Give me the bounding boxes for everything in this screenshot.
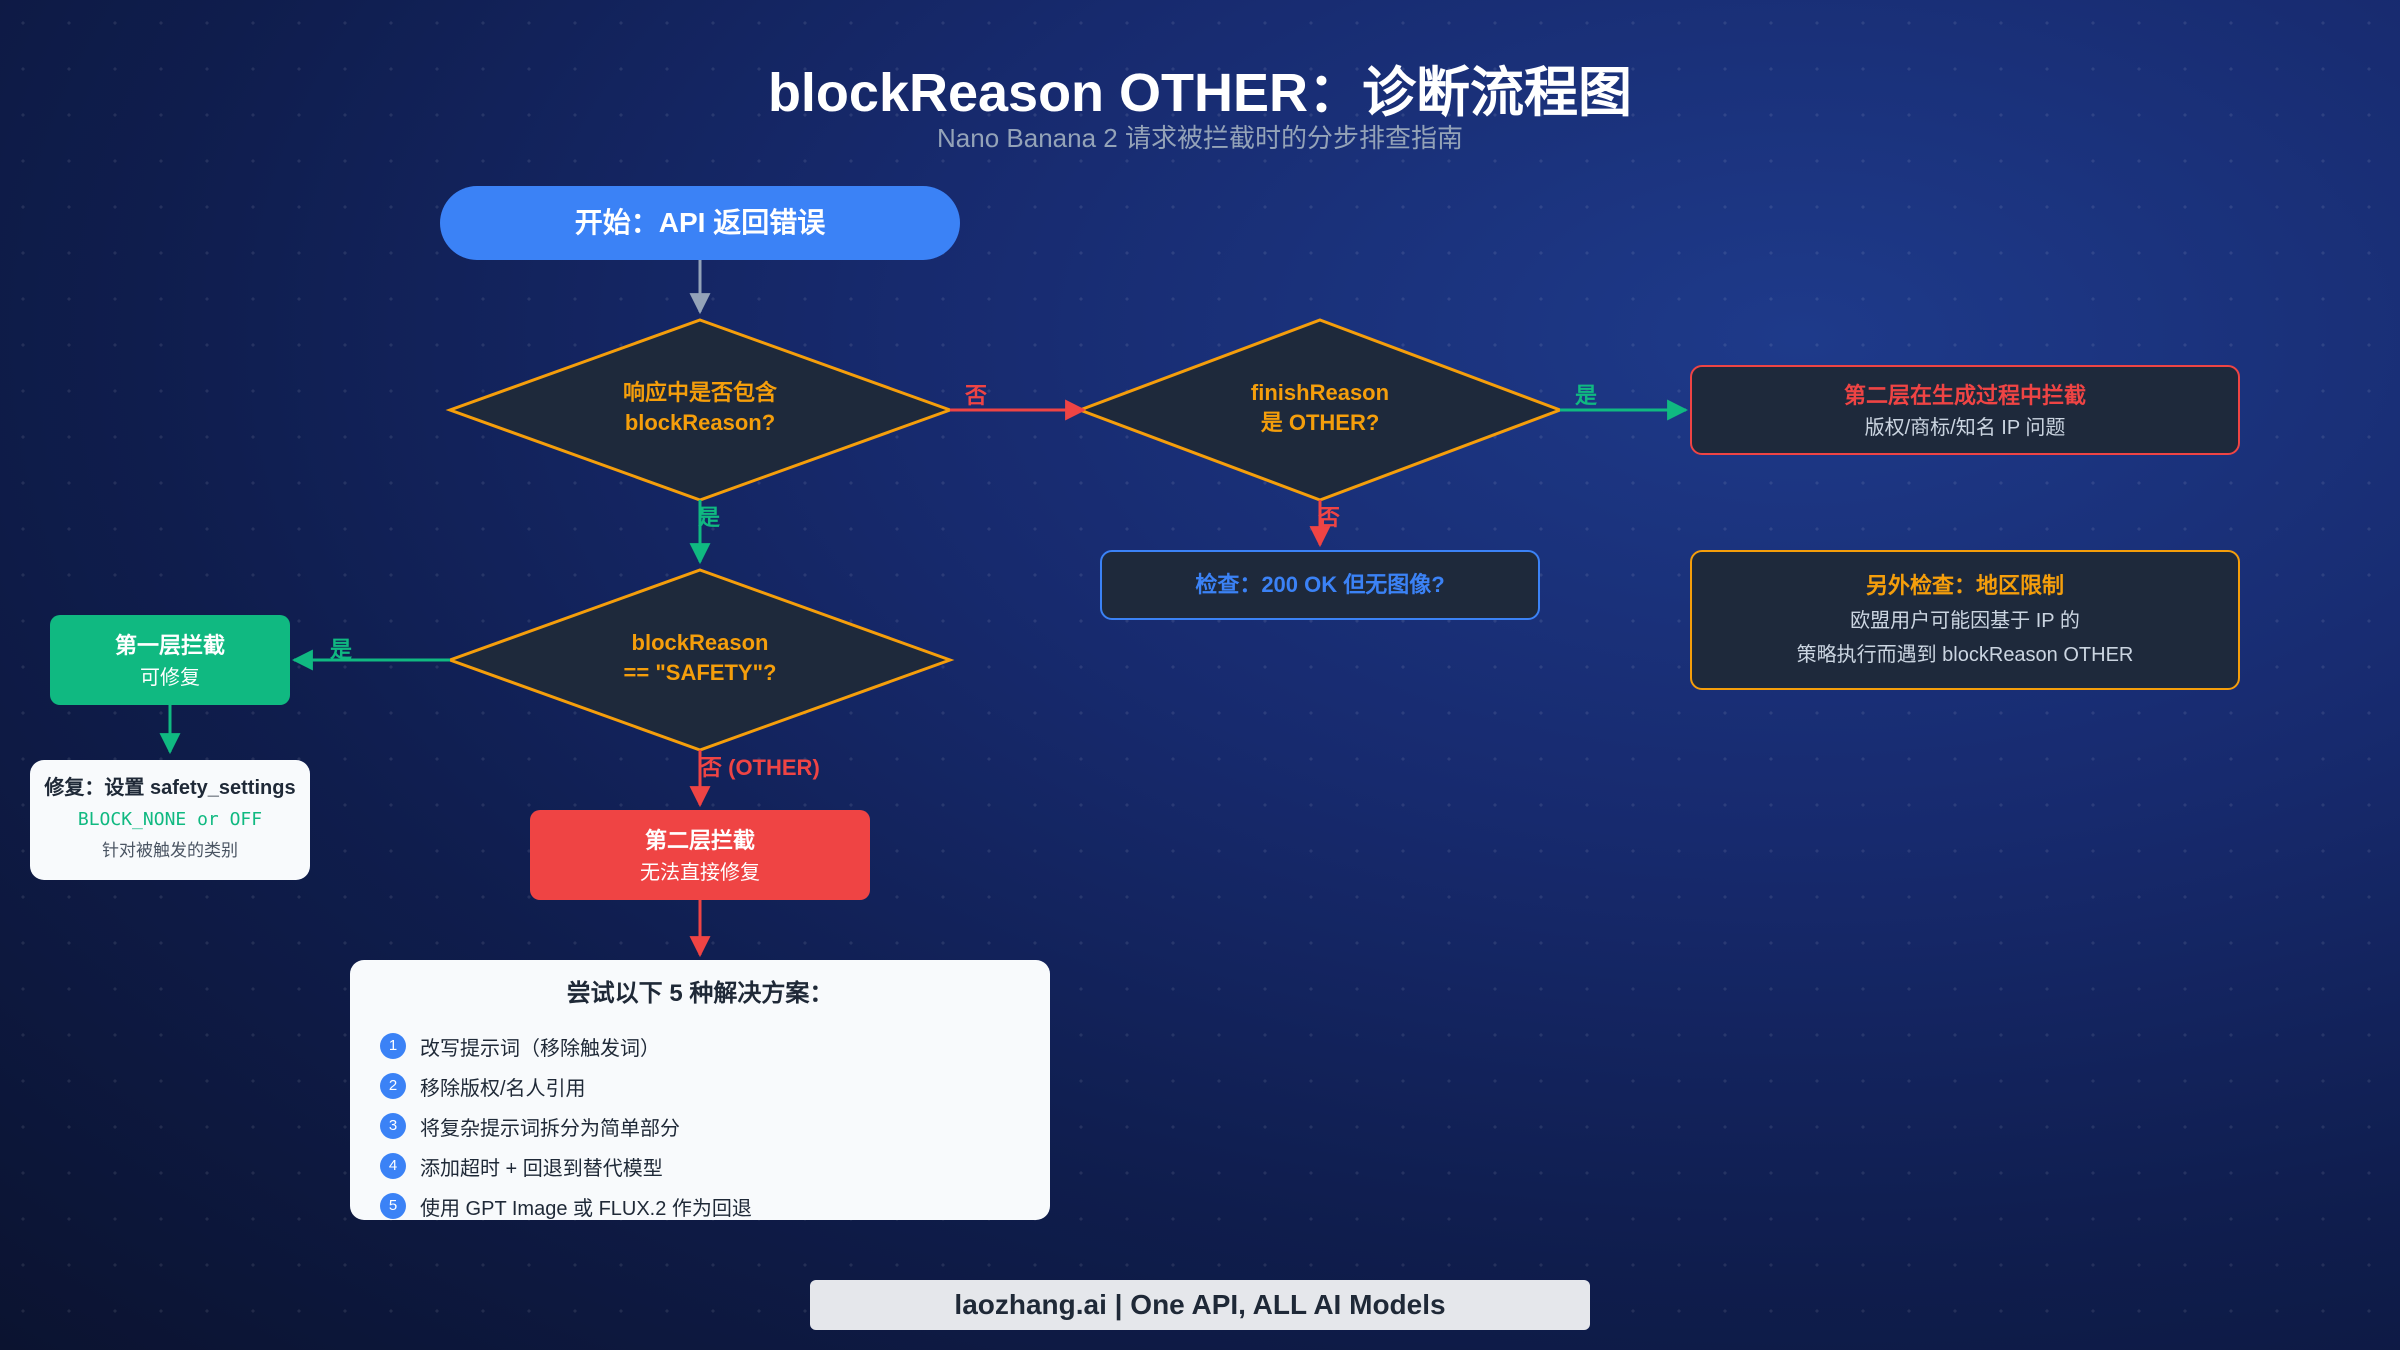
decision-safety-line1: blockReason <box>631 630 769 655</box>
layer1-title: 第一层拦截 <box>114 633 225 658</box>
solution-text: 将复杂提示词拆分为简单部分 <box>420 1117 680 1140</box>
solution-text: 改写提示词（移除触发词） <box>420 1037 660 1060</box>
decision-block-reason-line1: 响应中是否包含 <box>622 380 777 405</box>
check-200-text: 检查：200 OK 但无图像? <box>1195 572 1445 597</box>
page-title: blockReason OTHER：诊断流程图 <box>767 63 1633 123</box>
layer2-generation-sub: 版权/商标/知名 IP 问题 <box>1864 417 2066 439</box>
solution-item: 2 移除版权/名人引用 <box>380 1066 1050 1106</box>
solutions-title: 尝试以下 5 种解决方案： <box>566 980 834 1007</box>
solution-number: 3 <box>380 1113 406 1139</box>
region-check-box: 另外检查：地区限制 欧盟用户可能因基于 IP 的 策略执行而遇到 blockRe… <box>1690 550 2240 690</box>
decision-finish-reason-line1: finishReason <box>1250 380 1390 405</box>
layer2-box: 第二层拦截 无法直接修复 <box>530 810 870 900</box>
region-check-line1: 欧盟用户可能因基于 IP 的 <box>1850 610 2080 632</box>
solution-number: 4 <box>380 1153 406 1179</box>
solution-text: 移除版权/名人引用 <box>420 1077 586 1100</box>
solution-item: 1 改写提示词（移除触发词） <box>380 1026 1050 1066</box>
fix-sub: 针对被触发的类别 <box>102 841 238 860</box>
layer2-generation-title: 第二层在生成过程中拦截 <box>1843 383 2086 408</box>
fix-card: 修复：设置 safety_settings BLOCK_NONE or OFF … <box>30 760 310 880</box>
region-check-line2: 策略执行而遇到 blockReason OTHER <box>1796 644 2134 666</box>
layer2-title: 第二层拦截 <box>644 828 755 853</box>
decision-finish-reason-line2: 是 OTHER? <box>1260 410 1380 435</box>
check-200-box: 检查：200 OK 但无图像? <box>1100 550 1540 620</box>
page-subtitle: Nano Banana 2 请求被拦截时的分步排查指南 <box>937 123 1463 153</box>
solution-number: 5 <box>380 1193 406 1219</box>
solutions-card: 尝试以下 5 种解决方案： 1 改写提示词（移除触发词） 2 移除版权/名人引用… <box>350 960 1050 1220</box>
layer1-sub: 可修复 <box>140 667 200 689</box>
start-node: 开始：API 返回错误 <box>440 186 960 260</box>
decision-block-reason: 响应中是否包含 blockReason? <box>550 378 850 438</box>
solution-item: 5 使用 GPT Image 或 FLUX.2 作为回退 <box>380 1186 1050 1226</box>
solution-number: 1 <box>380 1033 406 1059</box>
decision-finish-reason: finishReason 是 OTHER? <box>1170 378 1470 438</box>
layer2-sub: 无法直接修复 <box>640 862 760 884</box>
decision-safety-line2: == "SAFETY"? <box>623 660 777 685</box>
edge-label-no-3: 否 (OTHER) <box>700 755 820 780</box>
solution-text: 使用 GPT Image 或 FLUX.2 作为回退 <box>420 1197 752 1220</box>
solution-item: 3 将复杂提示词拆分为简单部分 <box>380 1106 1050 1146</box>
edge-label-yes-3: 是 <box>330 637 353 662</box>
layer1-box: 第一层拦截 可修复 <box>50 615 290 705</box>
region-check-title: 另外检查：地区限制 <box>1865 573 2064 598</box>
edge-label-yes-1: 是 <box>698 505 721 530</box>
decision-block-reason-line2: blockReason? <box>624 410 776 435</box>
decision-safety: blockReason == "SAFETY"? <box>550 628 850 688</box>
edge-label-yes-2: 是 <box>1575 383 1598 408</box>
edge-label-no-1: 否 <box>965 383 988 408</box>
fix-code: BLOCK_NONE or OFF <box>77 809 263 830</box>
layer2-generation-box: 第二层在生成过程中拦截 版权/商标/知名 IP 问题 <box>1690 365 2240 455</box>
edge-label-no-2: 否 <box>1318 505 1341 530</box>
solution-item: 4 添加超时 + 回退到替代模型 <box>380 1146 1050 1186</box>
solution-text: 添加超时 + 回退到替代模型 <box>420 1157 663 1180</box>
footer-banner: laozhang.ai | One API, ALL AI Models <box>810 1280 1590 1330</box>
solution-number: 2 <box>380 1073 406 1099</box>
fix-title: 修复：设置 safety_settings <box>44 777 296 799</box>
